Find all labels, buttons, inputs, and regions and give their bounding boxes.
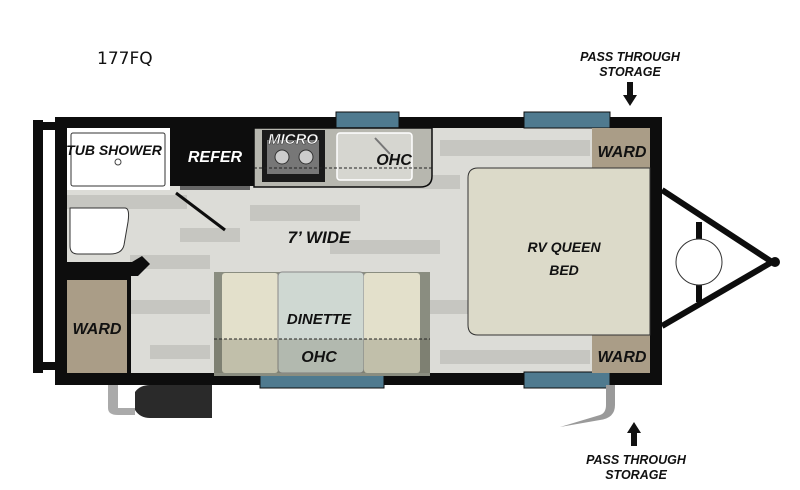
rear-bumper [33, 120, 43, 373]
ward-front-top [592, 128, 650, 168]
hitch [660, 187, 780, 329]
bumper-mount [43, 362, 57, 370]
ward-rear [67, 280, 127, 373]
ward-rear-label: WARD [73, 321, 122, 338]
faucet-icon [374, 137, 391, 155]
dinette-seat [222, 273, 278, 373]
rv-queen-bed [467, 167, 651, 336]
refer-door [180, 186, 250, 190]
bed-label-line2: BED [549, 262, 579, 278]
ohc-kitchen-label: OHC [376, 152, 412, 169]
window [523, 111, 611, 129]
bed-label-line1: RV QUEEN [527, 239, 601, 255]
width-label: 7’ WIDE [288, 228, 351, 247]
entry-step[interactable] [108, 385, 212, 418]
arrow-down-icon [623, 82, 637, 106]
micro-label: MICRO [268, 131, 318, 148]
dinette-label: DINETTE [287, 311, 352, 328]
storage-door [560, 385, 615, 427]
pass-through-top-line1: PASS THROUGH [580, 50, 681, 64]
ward-front-top-label: WARD [598, 144, 647, 161]
ward-front-bottom-label: WARD [598, 349, 647, 366]
coupler [770, 257, 780, 267]
bathroom-wall [55, 256, 150, 276]
toilet [69, 207, 130, 255]
ward-front-bottom [592, 335, 650, 373]
burner-icon [274, 149, 290, 165]
model-name: 177FQ [97, 49, 153, 69]
dinette-seat [364, 273, 420, 373]
pass-through-top-line2: STORAGE [599, 65, 661, 79]
refrigerator [170, 128, 254, 186]
pass-through-bottom-line1: PASS THROUGH [586, 453, 687, 467]
propane-tank [675, 238, 723, 286]
drain-icon [114, 158, 122, 166]
window [335, 111, 400, 129]
burner-icon [298, 149, 314, 165]
refer-label: REFER [188, 149, 243, 166]
ohc-dinette-label: OHC [301, 349, 337, 366]
ohc-dinette-area [214, 339, 430, 373]
pass-through-bottom-line2: STORAGE [605, 468, 667, 482]
window [523, 371, 611, 389]
bathroom-door[interactable] [175, 191, 226, 232]
tub-shower-label: TUB SHOWER [66, 142, 163, 158]
arrow-up-icon [627, 422, 641, 446]
bumper-mount [43, 122, 57, 130]
